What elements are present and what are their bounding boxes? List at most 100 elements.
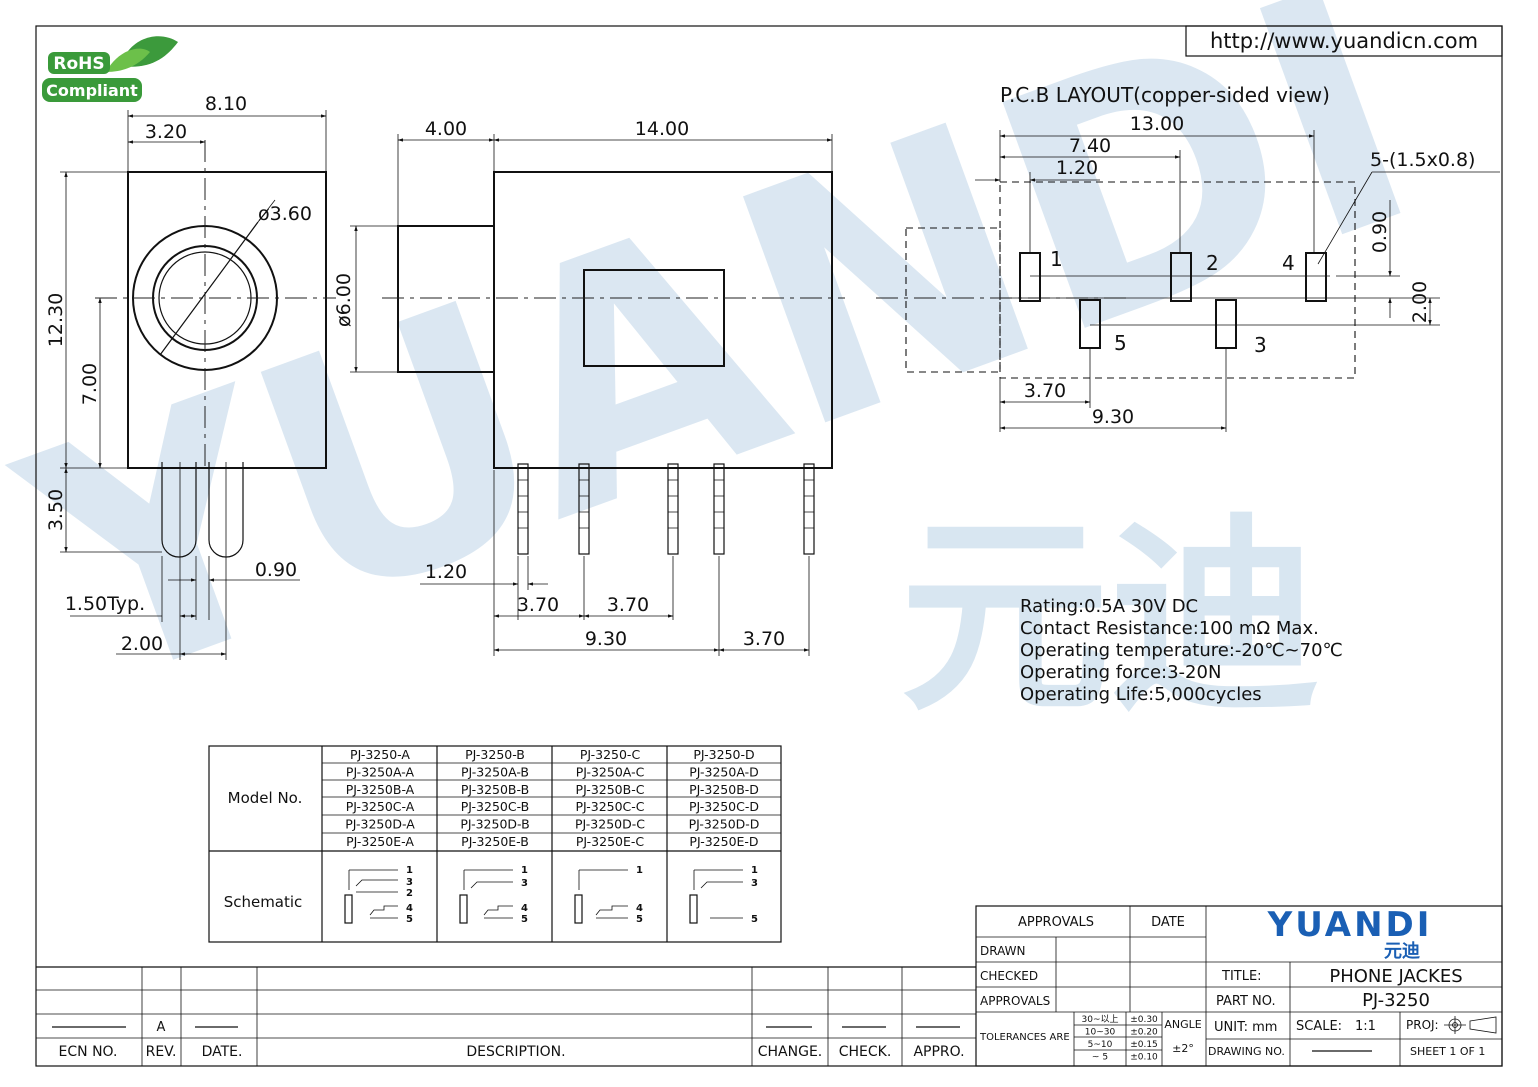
pcb-dim-090: 0.90 <box>1369 211 1391 253</box>
revision-header: REV. <box>146 1044 177 1060</box>
side-pins <box>517 463 815 555</box>
dim-p2: 3.70 <box>607 594 649 616</box>
dim-center: 7.00 <box>79 363 101 405</box>
schematic-pin-label: 1 <box>751 865 758 876</box>
dim-pitch-label: 1.50Typ. <box>65 593 145 615</box>
model-cell: PJ-3250B-B <box>461 782 529 797</box>
rohs-logo: RoHS Compliant <box>42 36 178 102</box>
schematic-pin-label: 5 <box>521 914 528 925</box>
schematic-pin-label: 3 <box>751 878 758 889</box>
schematic-pin-label: 5 <box>406 914 413 925</box>
model-cell: PJ-3250A-A <box>346 764 415 779</box>
model-cell: PJ-3250A-B <box>461 764 529 779</box>
proj-label: PROJ: <box>1406 1018 1439 1032</box>
title-value: PHONE JACKES <box>1329 966 1462 987</box>
schematic-pin-label: 5 <box>751 914 758 925</box>
specs: Rating:0.5A 30V DC Contact Resistance:10… <box>1020 596 1343 705</box>
pcb-layout: P.C.B LAYOUT(copper-sided view) 1 2 4 5 … <box>876 83 1500 432</box>
spec-temperature: Operating temperature:-20℃~70℃ <box>1020 640 1343 661</box>
model-cell: PJ-3250D-D <box>689 817 760 832</box>
angle-label: ANGLE <box>1164 1018 1201 1031</box>
url-box: http://www.yuandicn.com <box>1185 25 1503 57</box>
schematic-pin-label: 4 <box>406 903 413 914</box>
schematic-pin-label: 3 <box>406 877 413 888</box>
dim-p1: 3.70 <box>517 594 559 616</box>
revision-block: A ECN NO.REV.DATE.DESCRIPTION.CHANGE.CHE… <box>36 966 976 1066</box>
dim-body: 14.00 <box>635 118 689 140</box>
model-cell: PJ-3250C-D <box>689 799 759 814</box>
dim-pin-gap: 2.00 <box>121 633 163 655</box>
pin-label-4: 4 <box>1282 251 1295 275</box>
model-cell: PJ-3250D-C <box>575 817 645 832</box>
side-nose <box>397 225 495 373</box>
approvals-header: APPROVALS <box>1018 915 1094 930</box>
schematic-pin-label: 1 <box>406 865 413 876</box>
dim-height: 12.30 <box>45 293 67 347</box>
model-cell: PJ-3250C-C <box>575 799 644 814</box>
drawn-label: DRAWN <box>980 944 1026 958</box>
dim-pin-len: 3.50 <box>45 489 67 531</box>
schematic-pin-label: 5 <box>636 914 643 925</box>
tolerance-range: 5~10 <box>1088 1040 1113 1050</box>
dim-span: 9.30 <box>585 628 627 650</box>
angle-value: ±2° <box>1172 1042 1194 1055</box>
spec-resistance: Contact Resistance:100 mΩ Max. <box>1020 618 1319 639</box>
rohs-text: RoHS <box>53 54 104 74</box>
spec-force: Operating force:3-20N <box>1020 662 1221 683</box>
tolerance-range: 10~30 <box>1085 1028 1116 1038</box>
revision-header: APPRO. <box>913 1044 964 1060</box>
tolerance-range: 30~以上 <box>1082 1014 1119 1025</box>
tolerance-value: ±0.10 <box>1130 1053 1158 1063</box>
schematic-pin-label: 1 <box>521 865 528 876</box>
dim-width: 8.10 <box>205 93 247 115</box>
dim-p3: 3.70 <box>743 628 785 650</box>
revision-header: ECN NO. <box>59 1044 118 1060</box>
model-cell: PJ-3250B-A <box>346 782 415 797</box>
scale-label: SCALE: <box>1296 1019 1342 1034</box>
model-cell: PJ-3250-B <box>465 747 525 762</box>
model-cell: PJ-3250C-A <box>346 799 415 814</box>
approvals-label: APPROVALS <box>980 994 1050 1008</box>
side-view: 4.00 14.00 ø6.00 1.20 3.70 3.70 9.30 3.7… <box>333 118 845 656</box>
model-cell: PJ-3250D-B <box>460 817 529 832</box>
watermark-cjk: 元迪 <box>900 495 1320 740</box>
model-cell: PJ-3250B-C <box>576 782 645 797</box>
schematic-pin-label: 2 <box>406 888 413 899</box>
schematic-pin-label: 1 <box>636 865 643 876</box>
spec-rating: Rating:0.5A 30V DC <box>1020 596 1198 617</box>
revision-header: CHANGE. <box>758 1044 823 1060</box>
model-cell: PJ-3250-A <box>350 747 410 762</box>
projection-icon <box>1444 1016 1497 1034</box>
leaf-icon-small <box>106 48 150 72</box>
dim-side-pin-w: 1.20 <box>425 561 467 583</box>
drawing-no-label: DRAWING NO. <box>1208 1045 1285 1058</box>
model-cell: PJ-3250-C <box>580 747 641 762</box>
tolerance-range: ~ 5 <box>1092 1053 1108 1063</box>
pcb-dim-200: 2.00 <box>1409 281 1431 323</box>
model-cell: PJ-3250E-C <box>576 834 645 849</box>
front-view: 8.10 3.20 ø3.60 12.30 7.00 3.50 0.90 1.5… <box>45 93 336 660</box>
pcb-title: P.C.B LAYOUT(copper-sided view) <box>1000 83 1330 107</box>
schematic-pin-label: 4 <box>636 903 643 914</box>
tolerances-label: TOLERANCES ARE <box>979 1032 1070 1043</box>
side-window <box>583 269 725 367</box>
revision-header: DATE. <box>202 1044 243 1060</box>
front-body <box>127 171 327 469</box>
schematic-pin-label: 3 <box>521 878 528 889</box>
pcb-dim-slot: 5-(1.5x0.8) <box>1370 149 1475 171</box>
pcb-dim-370: 3.70 <box>1024 380 1066 402</box>
compliant-text: Compliant <box>46 81 138 100</box>
sheet-label: SHEET 1 OF 1 <box>1410 1045 1485 1058</box>
schematic-pin-label: 4 <box>521 903 528 914</box>
dim-hole: ø3.60 <box>258 203 312 225</box>
revision-header: CHECK. <box>839 1044 892 1060</box>
model-label: Model No. <box>228 789 303 807</box>
model-cell: PJ-3250E-D <box>689 834 758 849</box>
part-value: PJ-3250 <box>1362 990 1430 1011</box>
tolerance-value: ±0.30 <box>1130 1015 1158 1025</box>
model-cell: PJ-3250E-B <box>461 834 529 849</box>
pin-label-2: 2 <box>1206 251 1219 275</box>
pcb-dim-930: 9.30 <box>1092 406 1134 428</box>
